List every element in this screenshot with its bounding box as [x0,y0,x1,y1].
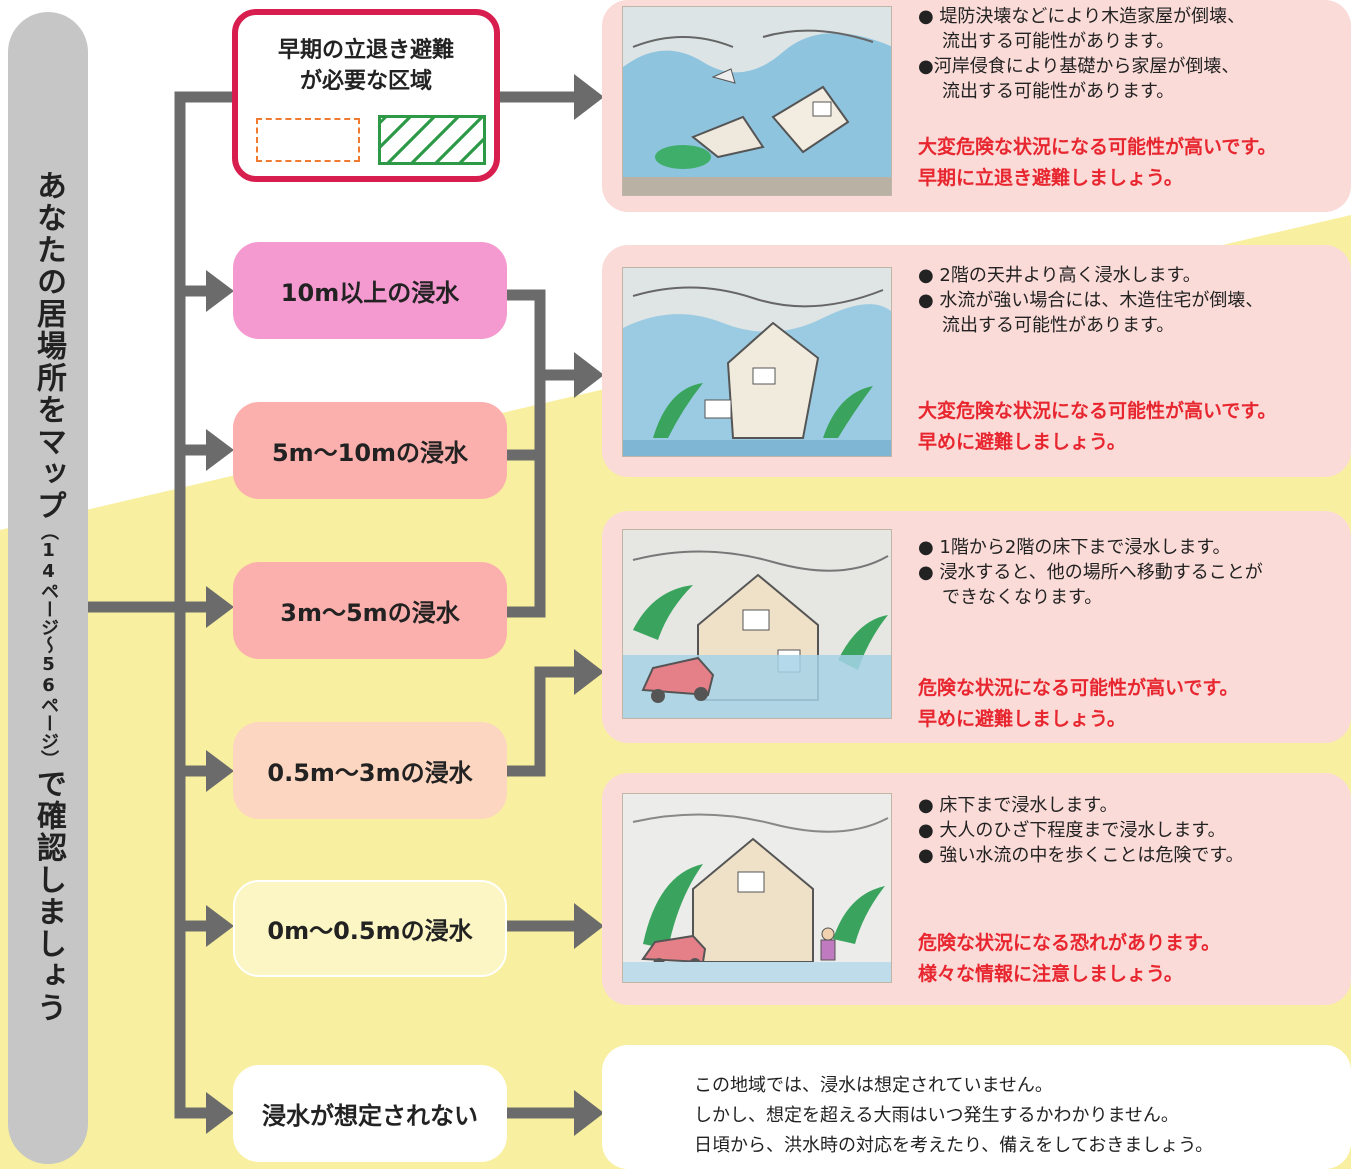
info-card-early-evacuation: ● 堤防決壊などにより木造家屋が倒壊、 流出する可能性があります。 ●河岸侵食に… [602,0,1351,212]
warning-line: 様々な情報に注意しましょう。 [918,963,1183,985]
sidebar-title: あなたの居場所をマップ（14ページ〜56ページ）で確認しましょう [22,170,74,1024]
warning-text: 大変危険な状況になる可能性が高いです。 早期に立退き避難しましょう。 [918,132,1277,194]
warning-text: 危険な状況になる可能性が高いです。 早めに避難しましょう。 [918,673,1239,735]
bullet-text: ● 堤防決壊などにより木造家屋が倒壊、 [918,6,1246,27]
category-5m-10m: 5m〜10mの浸水 [233,402,507,499]
sidebar-page-ref: （14ページ〜56ページ） [38,522,59,768]
info-line: しかし、想定を超える大雨はいつ発生するかわかりません。 [694,1105,1179,1126]
bullet-list: ● 2階の天井より高く浸水します。 ● 水流が強い場合には、木造住宅が倒壊、 流… [918,263,1263,338]
info-card-0m-0-5m: ● 床下まで浸水します。 ● 大人のひざ下程度まで浸水します。 ● 強い水流の中… [602,773,1351,1005]
bullet-list: ● 床下まで浸水します。 ● 大人のひざ下程度まで浸水します。 ● 強い水流の中… [918,793,1244,868]
bullet-text: ● 水流が強い場合には、木造住宅が倒壊、 [918,290,1264,311]
bullet-text: 流出する可能性があります。 [942,31,1175,52]
category-label: 0.5m〜3mの浸水 [267,759,473,787]
bullet-text: 流出する可能性があります。 [942,315,1175,336]
category-label: 浸水が想定されない [262,1102,478,1130]
category-label: 3m〜5mの浸水 [280,599,460,627]
bullet-text: ● 2階の天井より高く浸水します。 [918,265,1201,286]
bullet-text: ● 大人のひざ下程度まで浸水します。 [918,820,1226,841]
category-early-evacuation-line2: が必要な区域 [299,69,432,94]
info-line: 日頃から、洪水時の対応を考えたり、備えをしておきましょう。 [694,1135,1214,1156]
no-flooding-text: この地域では、浸水は想定されていません。 しかし、想定を超える大雨はいつ発生する… [694,1071,1213,1161]
category-0-5m-3m: 0.5m〜3mの浸水 [233,722,507,819]
bullet-text: ● 床下まで浸水します。 [918,795,1118,816]
warning-line: 早めに避難しましょう。 [918,708,1126,730]
warning-text: 危険な状況になる恐れがあります。 様々な情報に注意しましょう。 [918,928,1220,990]
info-card-10m: ● 2階の天井より高く浸水します。 ● 水流が強い場合には、木造住宅が倒壊、 流… [602,245,1351,477]
bullet-text: ● 浸水すると、他の場所へ移動することが [918,562,1263,583]
category-label: 10m以上の浸水 [280,279,460,307]
warning-line: 早めに避難しましょう。 [918,431,1126,453]
warning-line: 大変危険な状況になる可能性が高いです。 [918,400,1277,422]
bullet-list: ● 堤防決壊などにより木造家屋が倒壊、 流出する可能性があります。 ●河岸侵食に… [918,4,1245,104]
sidebar-title-main: あなたの居場所をマップ [31,170,66,522]
info-card-no-flooding: この地域では、浸水は想定されていません。 しかし、想定を超える大雨はいつ発生する… [602,1045,1351,1169]
category-early-evacuation-line1: 早期の立退き避難 [277,38,454,63]
category-no-flooding: 浸水が想定されない [233,1065,507,1162]
bullet-text: ●河岸侵食により基礎から家屋が倒壊、 [918,56,1240,77]
bullet-text: できなくなります。 [942,587,1103,608]
house-collapse-flood-illustration [622,6,892,196]
warning-line: 危険な状況になる恐れがあります。 [918,932,1221,954]
legend-hatched-green [378,115,486,165]
category-3m-5m: 3m〜5mの浸水 [233,562,507,659]
sidebar-title-end: で確認しましょう [31,768,66,1024]
category-early-evacuation: 早期の立退き避難が必要な区域 [232,9,500,182]
sidebar-bar [8,12,88,1164]
house-tilted-flood-illustration [622,267,892,457]
bullet-text: ● 強い水流の中を歩くことは危険です。 [918,845,1244,866]
info-card-0-5m-5m: ● 1階から2階の床下まで浸水します。 ● 浸水すると、他の場所へ移動することが… [602,511,1351,743]
info-line: この地域では、浸水は想定されていません。 [694,1075,1053,1096]
bullet-list: ● 1階から2階の床下まで浸水します。 ● 浸水すると、他の場所へ移動することが… [918,535,1263,610]
house-person-shallow-flood-illustration [622,793,892,983]
category-label: 5m〜10mの浸水 [271,439,469,467]
warning-line: 早期に立退き避難しましょう。 [918,167,1183,189]
category-label: 0m〜0.5mの浸水 [267,917,473,945]
category-10m-plus: 10m以上の浸水 [233,242,507,339]
bullet-text: ● 1階から2階の床下まで浸水します。 [918,537,1231,558]
warning-text: 大変危険な状況になる可能性が高いです。 早めに避難しましょう。 [918,396,1277,458]
house-car-flood-illustration [622,529,892,719]
legend-dashed-orange [256,118,360,162]
warning-line: 危険な状況になる可能性が高いです。 [918,677,1239,699]
warning-line: 大変危険な状況になる可能性が高いです。 [918,136,1277,158]
bullet-text: 流出する可能性があります。 [942,81,1175,102]
category-0m-0-5m: 0m〜0.5mの浸水 [233,880,507,977]
